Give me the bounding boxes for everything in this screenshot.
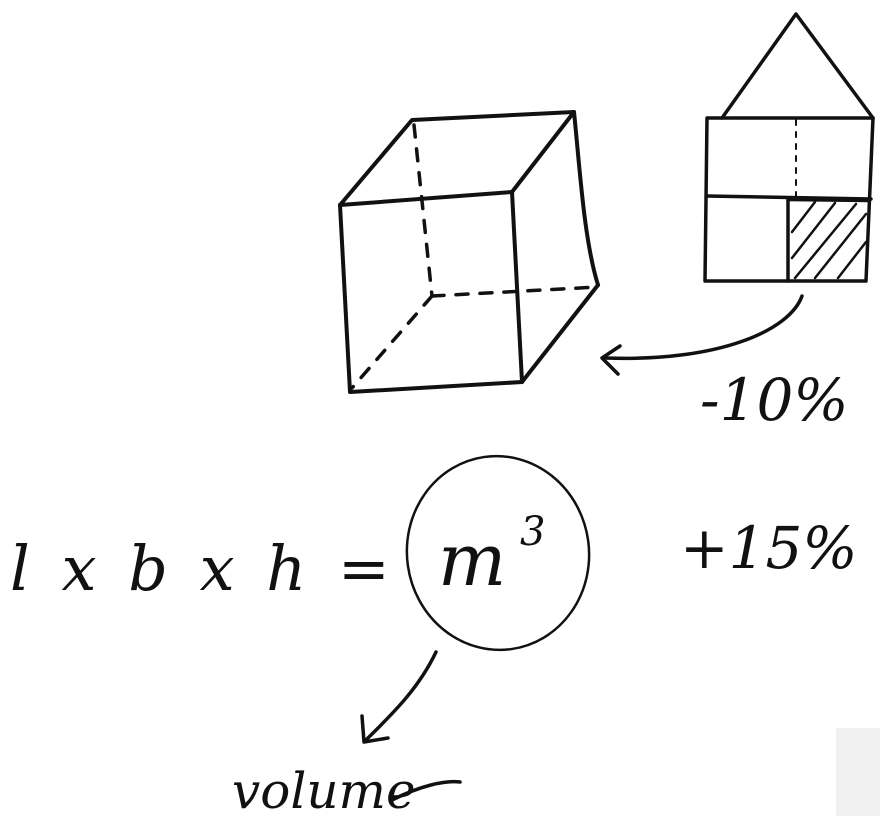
arrow-to-volume <box>360 650 438 744</box>
corner-gray-panel <box>836 728 880 816</box>
unit-circle <box>405 454 591 652</box>
curved-arrow-house-to-cube <box>600 294 804 376</box>
formula-text: l x b x h = <box>10 532 396 605</box>
minus-percent-label: -10% <box>700 366 849 434</box>
unit-base-text: m <box>438 518 506 602</box>
unit-exponent-text: 3 <box>520 509 545 555</box>
volume-label: volume <box>232 762 416 816</box>
cube-drawing <box>338 110 600 394</box>
hatched-room <box>790 200 868 280</box>
house-drawing <box>703 12 875 283</box>
volume-underline-flourish <box>390 779 462 802</box>
plus-percent-label: +15% <box>680 514 858 582</box>
